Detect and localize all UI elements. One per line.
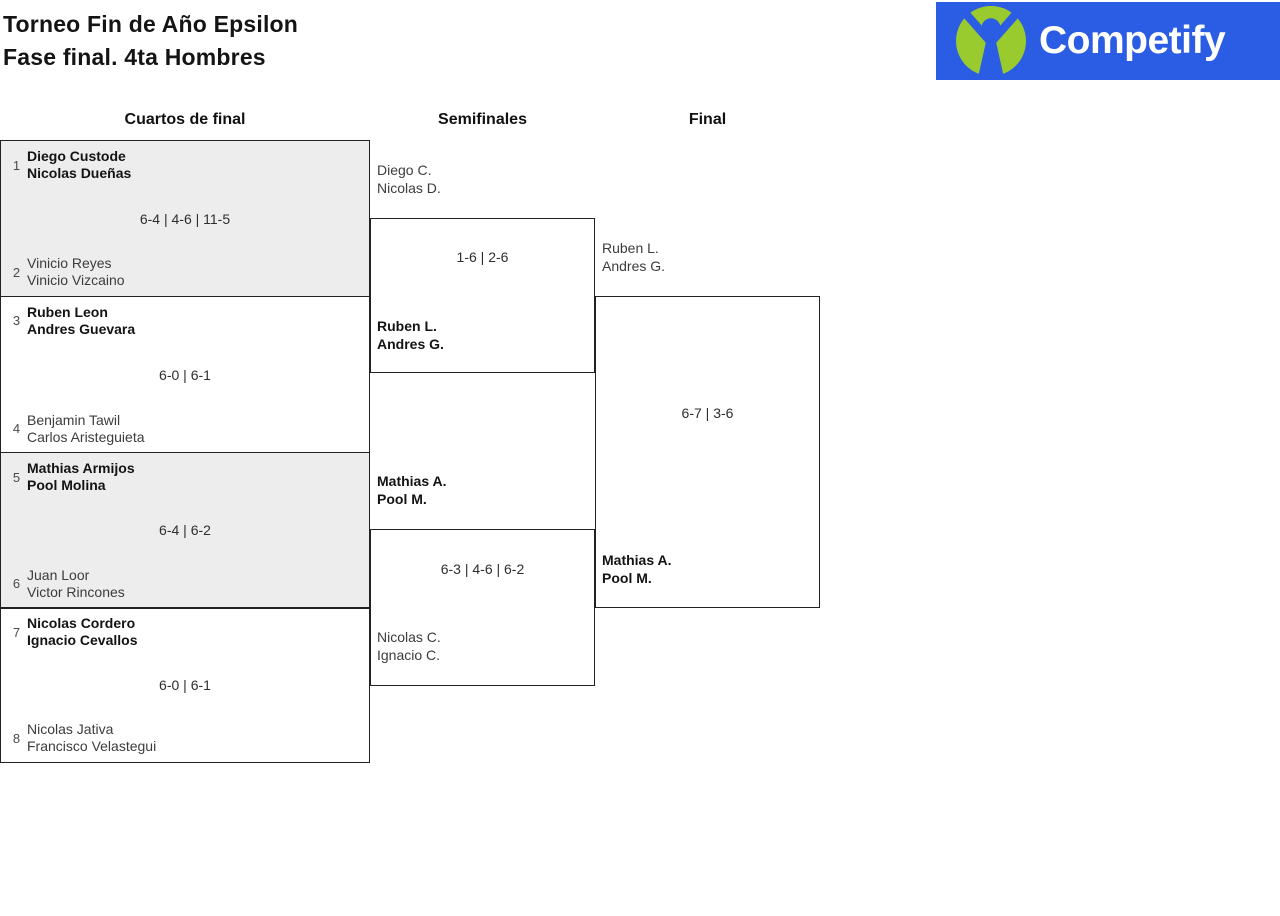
player-name: Carlos Aristeguieta	[27, 428, 145, 445]
player-name: Juan Loor	[27, 566, 90, 583]
seed-number: 1	[12, 157, 21, 173]
player-name: Nicolas D.	[377, 180, 441, 196]
player-name: Victor Rincones	[27, 583, 125, 600]
match-score: 6-4 | 4-6 | 11-5	[139, 210, 231, 227]
player-name: Mathias A.	[377, 473, 447, 489]
tournament-name: Torneo Fin de Año Epsilon	[3, 11, 299, 37]
match-score: 6-4 | 6-2	[159, 522, 211, 539]
player-name: Mathias A.	[602, 552, 672, 568]
match-box-semifinal-2[interactable]	[370, 529, 595, 686]
match-score: 6-3 | 4-6 | 6-2	[440, 561, 525, 577]
player-name: Ignacio C.	[377, 647, 441, 663]
player-name: Ruben L.	[377, 318, 437, 334]
team-entry: Ruben L. Andres G.	[377, 317, 444, 353]
match-box-final[interactable]	[595, 295, 820, 608]
player-name: Nicolas C.	[377, 629, 441, 645]
player-name: Benjamin Tawil	[27, 411, 121, 428]
team-entry: Mathias A. Pool M.	[602, 551, 672, 587]
match-score: 1-6 | 2-6	[456, 249, 509, 265]
team-entry: Diego C. Nicolas D.	[377, 161, 441, 197]
match-box-quarterfinal-1[interactable]: 1 Diego Custode Nicolas Dueñas 6-4 | 4-6…	[0, 140, 370, 297]
player-name: Andres G.	[602, 258, 666, 274]
player-name: Diego C.	[377, 162, 432, 178]
match-box-quarterfinal-4[interactable]: 7 Nicolas Cordero Ignacio Cevallos 6-0 |…	[0, 607, 370, 763]
match-score: 6-7 | 3-6	[681, 405, 734, 421]
team-entry: 6 Juan Loor Victor Rincones	[1, 567, 369, 601]
round-header-quarterfinals: Cuartos de final	[124, 111, 246, 128]
seed-number: 4	[12, 421, 21, 436]
page-title: Torneo Fin de Año Epsilon Fase final. 4t…	[3, 8, 298, 74]
player-name: Mathias Armijos	[27, 460, 135, 476]
team-entry: Mathias A. Pool M.	[377, 472, 447, 508]
player-name: Andres Guevara	[27, 320, 136, 337]
match-score: 6-0 | 6-1	[159, 677, 211, 693]
player-name: Nicolas Dueñas	[27, 165, 132, 181]
competify-person-circle-icon	[956, 6, 1026, 76]
seed-number: 8	[12, 730, 21, 746]
player-name: Francisco Velastegui	[27, 738, 157, 754]
seed-number: 6	[12, 576, 21, 591]
player-name: Diego Custode	[27, 148, 126, 164]
player-name: Pool M.	[602, 570, 652, 586]
match-box-quarterfinal-3[interactable]: 5 Mathias Armijos Pool Molina 6-4 | 6-2 …	[0, 452, 370, 609]
player-name: Nicolas Jativa	[27, 721, 114, 737]
competify-logo-text: Competify	[1039, 19, 1226, 62]
player-name: Vinicio Reyes	[27, 255, 112, 271]
match-score: 6-0 | 6-1	[159, 366, 211, 383]
player-name: Ruben L.	[602, 240, 659, 256]
player-name: Vinicio Vizcaino	[27, 272, 125, 288]
match-box-semifinal-1[interactable]	[370, 218, 595, 373]
round-header-final: Final	[688, 111, 727, 128]
team-entry: 3 Ruben Leon Andres Guevara	[1, 304, 369, 338]
team-entry: Ruben L. Andres G.	[602, 239, 665, 275]
player-name: Andres G.	[377, 336, 444, 352]
match-box-quarterfinal-2[interactable]: 3 Ruben Leon Andres Guevara 6-0 | 6-1 4 …	[0, 295, 370, 454]
seed-number: 7	[12, 624, 21, 640]
player-name: Pool Molina	[27, 477, 106, 493]
player-name: Pool M.	[377, 491, 427, 507]
team-entry: 1 Diego Custode Nicolas Dueñas	[1, 148, 369, 182]
seed-number: 3	[12, 313, 21, 328]
team-entry: 7 Nicolas Cordero Ignacio Cevallos	[1, 615, 369, 649]
seed-number: 5	[12, 469, 21, 485]
team-entry: 5 Mathias Armijos Pool Molina	[1, 460, 369, 494]
team-entry: 8 Nicolas Jativa Francisco Velastegui	[1, 721, 369, 755]
team-entry: Nicolas C. Ignacio C.	[377, 628, 441, 664]
competify-logo[interactable]: Competify	[936, 2, 1280, 80]
player-name: Nicolas Cordero	[27, 615, 136, 631]
seed-number: 2	[12, 264, 21, 280]
player-name: Ruben Leon	[27, 303, 108, 320]
phase-subtitle: Fase final. 4ta Hombres	[3, 44, 266, 70]
round-header-semifinals: Semifinales	[438, 111, 527, 128]
team-entry: 2 Vinicio Reyes Vinicio Vizcaino	[1, 255, 369, 289]
player-name: Ignacio Cevallos	[27, 632, 138, 648]
team-entry: 4 Benjamin Tawil Carlos Aristeguieta	[1, 412, 369, 446]
